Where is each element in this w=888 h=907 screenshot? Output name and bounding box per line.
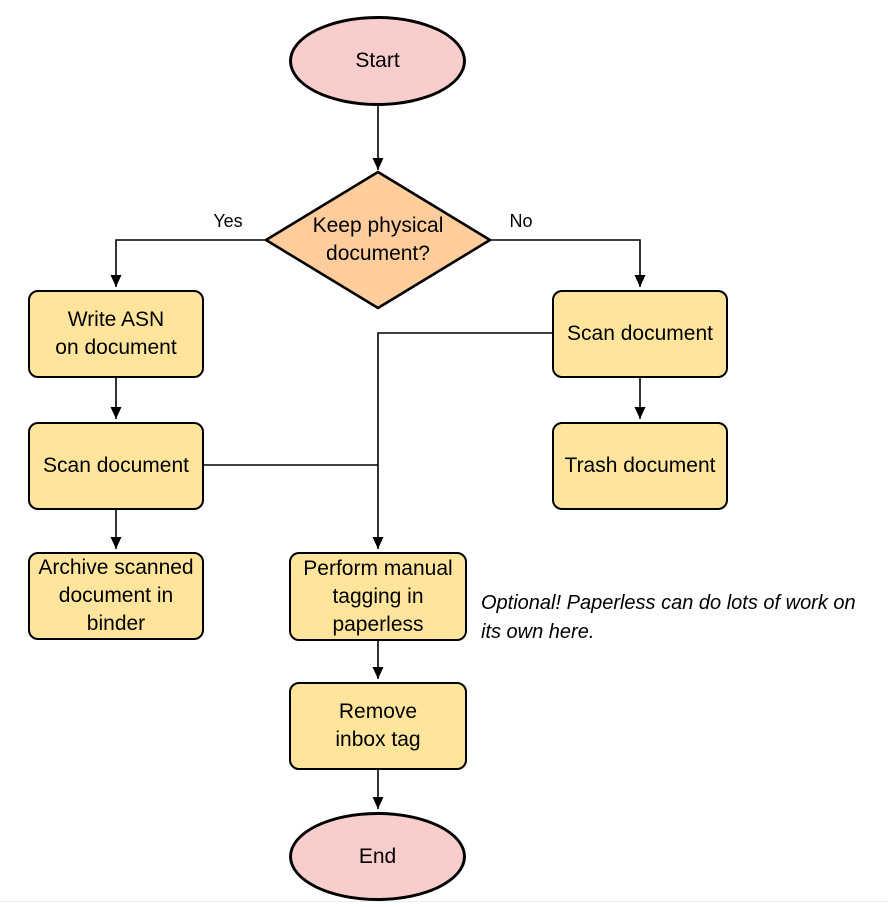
node-trash: Trash document — [552, 422, 728, 510]
node-trash-label: Trash document — [564, 454, 716, 477]
node-start: Start — [289, 16, 466, 106]
node-scan-document-left: Scan document — [28, 422, 204, 510]
node-end: End — [289, 812, 466, 901]
node-tagging: Perform manual tagging in paperless — [289, 552, 467, 641]
node-write-asn: Write ASN on document — [28, 290, 204, 378]
node-remove-inbox: Remove inbox tag — [289, 682, 467, 770]
node-scan-document-right: Scan document — [552, 290, 728, 378]
node-archive: Archive scanned document in binder — [28, 552, 204, 640]
edge-label-yes: Yes — [213, 211, 243, 231]
page-bottom-divider — [0, 901, 888, 902]
node-archive-label: Archive scanned document in binder — [38, 556, 194, 635]
edge-label-no: No — [509, 211, 533, 231]
node-start-label: Start — [355, 49, 400, 72]
node-tagging-label: Perform manual tagging in paperless — [303, 556, 453, 636]
edge-scan-right-to-tagging — [372, 332, 552, 549]
node-write-asn-label: Write ASN on document — [55, 308, 177, 359]
edge-decision-yes-to-write-asn — [110, 239, 266, 287]
annotation-note: Optional! Paperless can do lots of work … — [481, 592, 856, 643]
node-scan-document-left-label: Scan document — [43, 454, 189, 477]
node-end-label: End — [358, 844, 397, 868]
node-remove-inbox-label: Remove inbox tag — [335, 700, 421, 751]
node-scan-document-right-label: Scan document — [567, 322, 713, 345]
node-decision-label: Keep physical document? — [312, 214, 444, 265]
node-decision: Keep physical document? — [276, 174, 480, 306]
edge-decision-no-to-scan-right — [490, 239, 646, 287]
